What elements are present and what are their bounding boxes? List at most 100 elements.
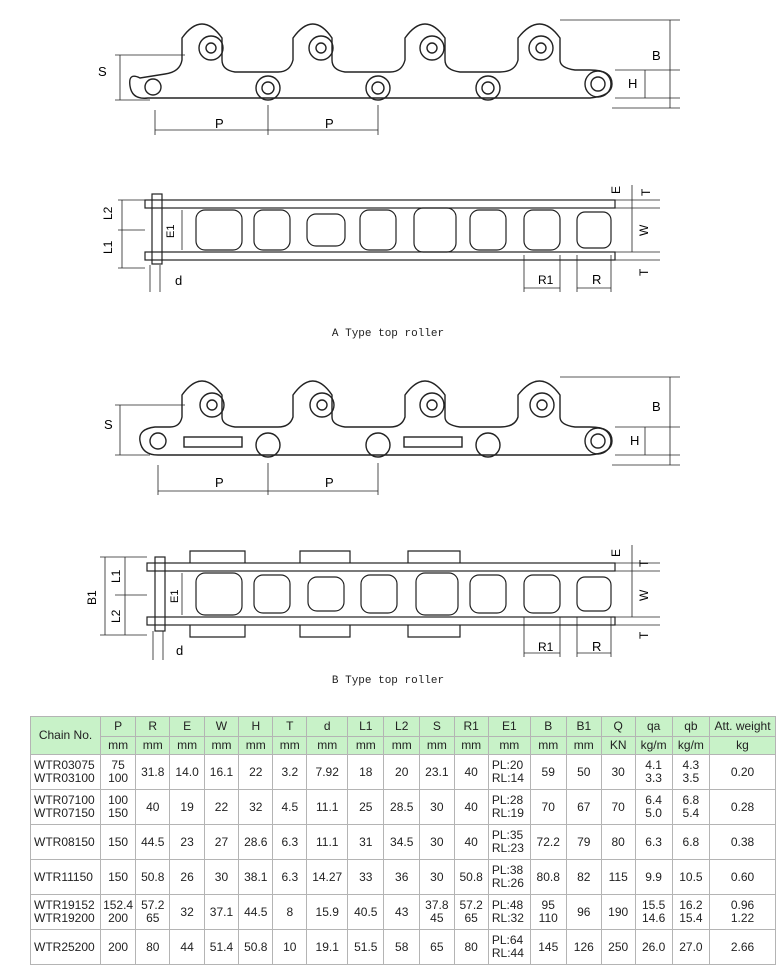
cell-b1: 96 [565, 894, 602, 930]
a-plan-label-t1: T [639, 188, 653, 196]
cell-d: 11.1 [306, 789, 349, 825]
header-q: Q [600, 716, 636, 737]
cell-t: 10 [272, 929, 308, 965]
cell-l2: 36 [383, 859, 421, 895]
unit-l1: mm [347, 736, 385, 755]
cell-line: 37.8 [425, 898, 449, 912]
cell-line: 0.96 [730, 898, 755, 912]
cell-b: 145 [529, 929, 567, 965]
unit-b: mm [529, 736, 567, 755]
cell-line: 6.3 [645, 834, 662, 849]
cell-qb: 10.5 [671, 859, 711, 895]
cell-line: 150 [108, 834, 129, 849]
cell-line: PL:35 [491, 828, 524, 842]
a-plan-label-d: d [175, 273, 182, 288]
cell-q: 250 [600, 929, 636, 965]
b-side-label-h: H [630, 433, 639, 448]
cell-e: 26 [169, 859, 205, 895]
a-plan-label-e1: E1 [165, 225, 177, 238]
cell-line: 27.0 [679, 939, 703, 954]
unit-e: mm [169, 736, 205, 755]
cell-h: 50.8 [238, 929, 274, 965]
cell-chain: WTR11150 [29, 859, 102, 895]
b-plan-label-w: W [637, 589, 651, 601]
header-r: R [135, 716, 171, 737]
cell-r: 80 [135, 929, 171, 965]
cell-line: 4.1 [645, 758, 662, 772]
cell-r: 50.8 [135, 859, 171, 895]
cell-e: 19 [169, 789, 205, 825]
header-r1: R1 [453, 716, 489, 737]
cell-b1: 67 [565, 789, 602, 825]
cell-qa: 26.0 [634, 929, 673, 965]
cell-t: 4.5 [272, 789, 308, 825]
cell-line: 150 [108, 869, 129, 884]
b-plan-label-t1: T [637, 559, 651, 567]
cell-w: 37.1 [203, 894, 240, 930]
cell-line: WTR07150 [34, 806, 95, 820]
cell-line: WTR19200 [34, 911, 95, 925]
cell-b1: 126 [565, 929, 602, 965]
header-s: S [419, 716, 455, 737]
a-side-label-b: B [652, 48, 661, 63]
cell-line: 4.3 [682, 758, 700, 772]
header-l1: L1 [347, 716, 385, 737]
cell-line: WTR11150 [34, 869, 93, 884]
cell-qa: 6.3 [634, 824, 673, 860]
cell-s: 65 [419, 929, 455, 965]
cell-line: 15.4 [679, 911, 703, 925]
cell-l1: 25 [347, 789, 385, 825]
cell-r: 40 [135, 789, 171, 825]
a-plan-label-l2: L2 [101, 206, 115, 220]
cell-l1: 18 [347, 754, 385, 790]
a-plan-label-t2: T [637, 268, 651, 276]
cell-line: 6.4 [645, 793, 662, 807]
cell-b: 72.2 [529, 824, 567, 860]
cell-line: RL:23 [491, 841, 524, 855]
a-type-plan-view: L2 L1 E1 d R1 R E T W T [101, 185, 660, 292]
cell-line: 6.8 [682, 793, 700, 807]
b-plan-label-d: d [176, 643, 183, 658]
cell-chain: WTR25200 [29, 929, 102, 965]
cell-line: WTR07100 [34, 793, 95, 807]
cell-line: 10.5 [679, 869, 703, 884]
cell-line: 100 [108, 793, 129, 807]
cell-line: 100 [108, 771, 129, 785]
cell-line: 200 [108, 911, 129, 925]
header-e1: E1 [487, 716, 531, 737]
a-plan-label-r1: R1 [538, 273, 554, 287]
cell-q: 30 [600, 754, 636, 790]
cell-l1: 40.5 [347, 894, 385, 930]
unit-d: mm [306, 736, 349, 755]
cell-w: 22 [203, 789, 240, 825]
unit-q: KN [600, 736, 636, 755]
header-chain-no: Chain No. [29, 716, 102, 755]
cell-line: 45 [430, 911, 444, 925]
cell-d: 19.1 [306, 929, 349, 965]
cell-r: 31.8 [135, 754, 171, 790]
cell-line: 95 [541, 898, 555, 912]
cell-h: 22 [238, 754, 274, 790]
unit-t: mm [272, 736, 308, 755]
cell-line: 15.5 [641, 898, 666, 912]
a-type-side-view: S P P H B [98, 19, 680, 135]
unit-b1: mm [565, 736, 602, 755]
header-qa: qa [634, 716, 673, 737]
cell-line: 57.2 [141, 898, 165, 912]
cell-t: 3.2 [272, 754, 308, 790]
cell-line: 65 [146, 911, 160, 925]
cell-l2: 28.5 [383, 789, 421, 825]
